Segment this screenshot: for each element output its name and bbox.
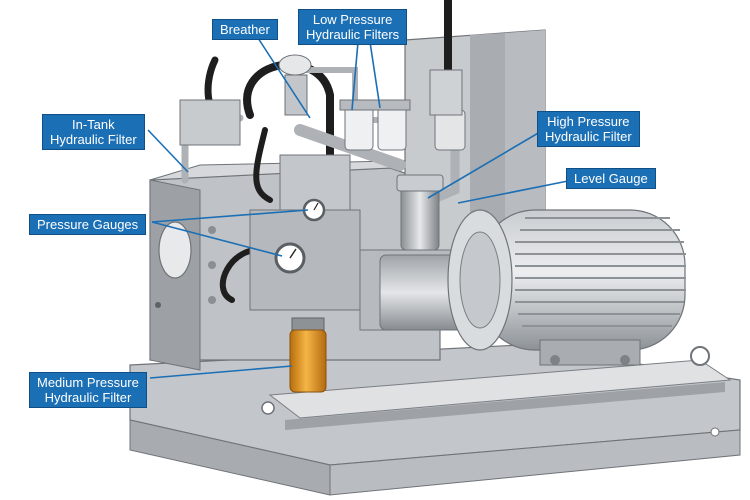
low-pressure-filters-label-line2: Hydraulic Filters	[306, 27, 400, 42]
high-pressure-filter	[396, 174, 444, 251]
in-tank-filter-label-line1: In-Tank	[72, 117, 115, 132]
electric-motor	[447, 209, 686, 366]
level-gauge-label: Level Gauge	[566, 168, 656, 189]
medium-pressure-filter-label: Medium Pressure Hydraulic Filter	[29, 372, 147, 408]
low-pressure-filters-label: Low Pressure Hydraulic Filters	[298, 9, 408, 45]
valve-manifold	[179, 69, 466, 311]
medium-pressure-filter	[289, 317, 327, 393]
in-tank-filter-label-line2: Hydraulic Filter	[50, 132, 137, 147]
high-pressure-filter-label: High Pressure Hydraulic Filter	[537, 111, 640, 147]
breather-label: Breather	[212, 19, 278, 40]
high-pressure-filter-label-line2: Hydraulic Filter	[545, 129, 632, 144]
low-pressure-filters-label-line1: Low Pressure	[312, 12, 393, 27]
low-pressure-filters	[339, 99, 411, 151]
in-tank-filter-label: In-Tank Hydraulic Filter	[42, 114, 145, 150]
leader-lines	[147, 37, 569, 379]
medium-pressure-filter-label-line2: Hydraulic Filter	[44, 390, 132, 405]
high-pressure-filter-label-line1: High Pressure	[547, 114, 630, 129]
base-frame	[129, 344, 741, 496]
medium-pressure-filter-label-line1: Medium Pressure	[37, 375, 139, 390]
pressure-gauges-label: Pressure Gauges	[29, 214, 147, 235]
breather	[278, 54, 312, 116]
